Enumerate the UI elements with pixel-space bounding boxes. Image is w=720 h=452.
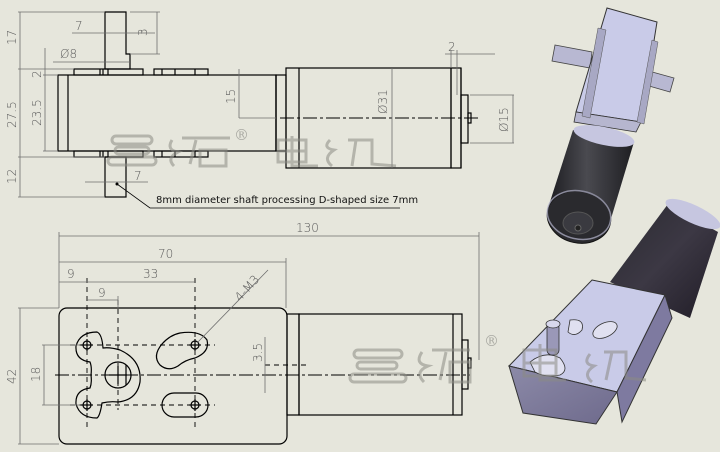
dim-3-5: 3.5 (251, 343, 265, 362)
svg-text:®: ® (484, 332, 499, 350)
dim-27-5: 27.5 (5, 101, 19, 128)
output-shaft-top (104, 11, 131, 70)
side-dimensions (18, 11, 514, 209)
oval-slot (161, 392, 209, 418)
dim-7-bottom: 7 (134, 169, 142, 183)
dim-15: 15 (224, 89, 238, 104)
side-view: 17 7 3 Ø8 2 27.5 23.5 15 12 7 2 Ø31 Ø15 … (5, 11, 514, 209)
dim-phi15: Ø15 (497, 107, 511, 132)
center-boss (104, 361, 132, 389)
top-dimensions (18, 232, 480, 445)
watermark-logo-middle: ® (348, 332, 499, 384)
dim-23-5: 23.5 (30, 99, 44, 126)
watermark-logo-upper: ® (106, 126, 397, 168)
top-view: 130 70 9 33 9 4-M3 42 18 3.5 (5, 221, 480, 445)
render-bottom-right (508, 198, 720, 425)
dim-4-m3: 4-M3 (232, 272, 262, 304)
svg-text:®: ® (234, 126, 249, 144)
dim-9-b: 9 (98, 286, 106, 300)
dim-70: 70 (158, 247, 173, 261)
kidney-slot (155, 331, 209, 370)
dim-130: 130 (296, 221, 319, 235)
watermark: ® ® ® (106, 126, 647, 384)
dim-18: 18 (29, 367, 43, 382)
motor-top (286, 313, 300, 416)
dim-3: 3 (136, 28, 150, 36)
dim-phi31: Ø31 (376, 89, 390, 114)
dim-2-left: 2 (30, 70, 44, 78)
dim-17: 17 (5, 30, 19, 45)
dim-2-right: 2 (448, 40, 456, 54)
motor-end-cap (460, 94, 469, 144)
gearbox-plate (58, 307, 288, 445)
shaft-note: 8mm diameter shaft processing D-shaped s… (156, 195, 418, 206)
render-shaft-left (551, 44, 593, 69)
clover-flange (75, 331, 141, 419)
dim-phi8: Ø8 (60, 47, 77, 61)
dim-12: 12 (5, 169, 19, 184)
dim-33: 33 (143, 267, 158, 281)
render-top-right (546, 7, 675, 244)
watermark-logo-lower: ® (522, 344, 647, 384)
dim-9-a: 9 (67, 267, 75, 281)
top-flange (73, 68, 209, 76)
dim-7-top: 7 (75, 19, 83, 33)
dim-42: 42 (5, 369, 19, 384)
